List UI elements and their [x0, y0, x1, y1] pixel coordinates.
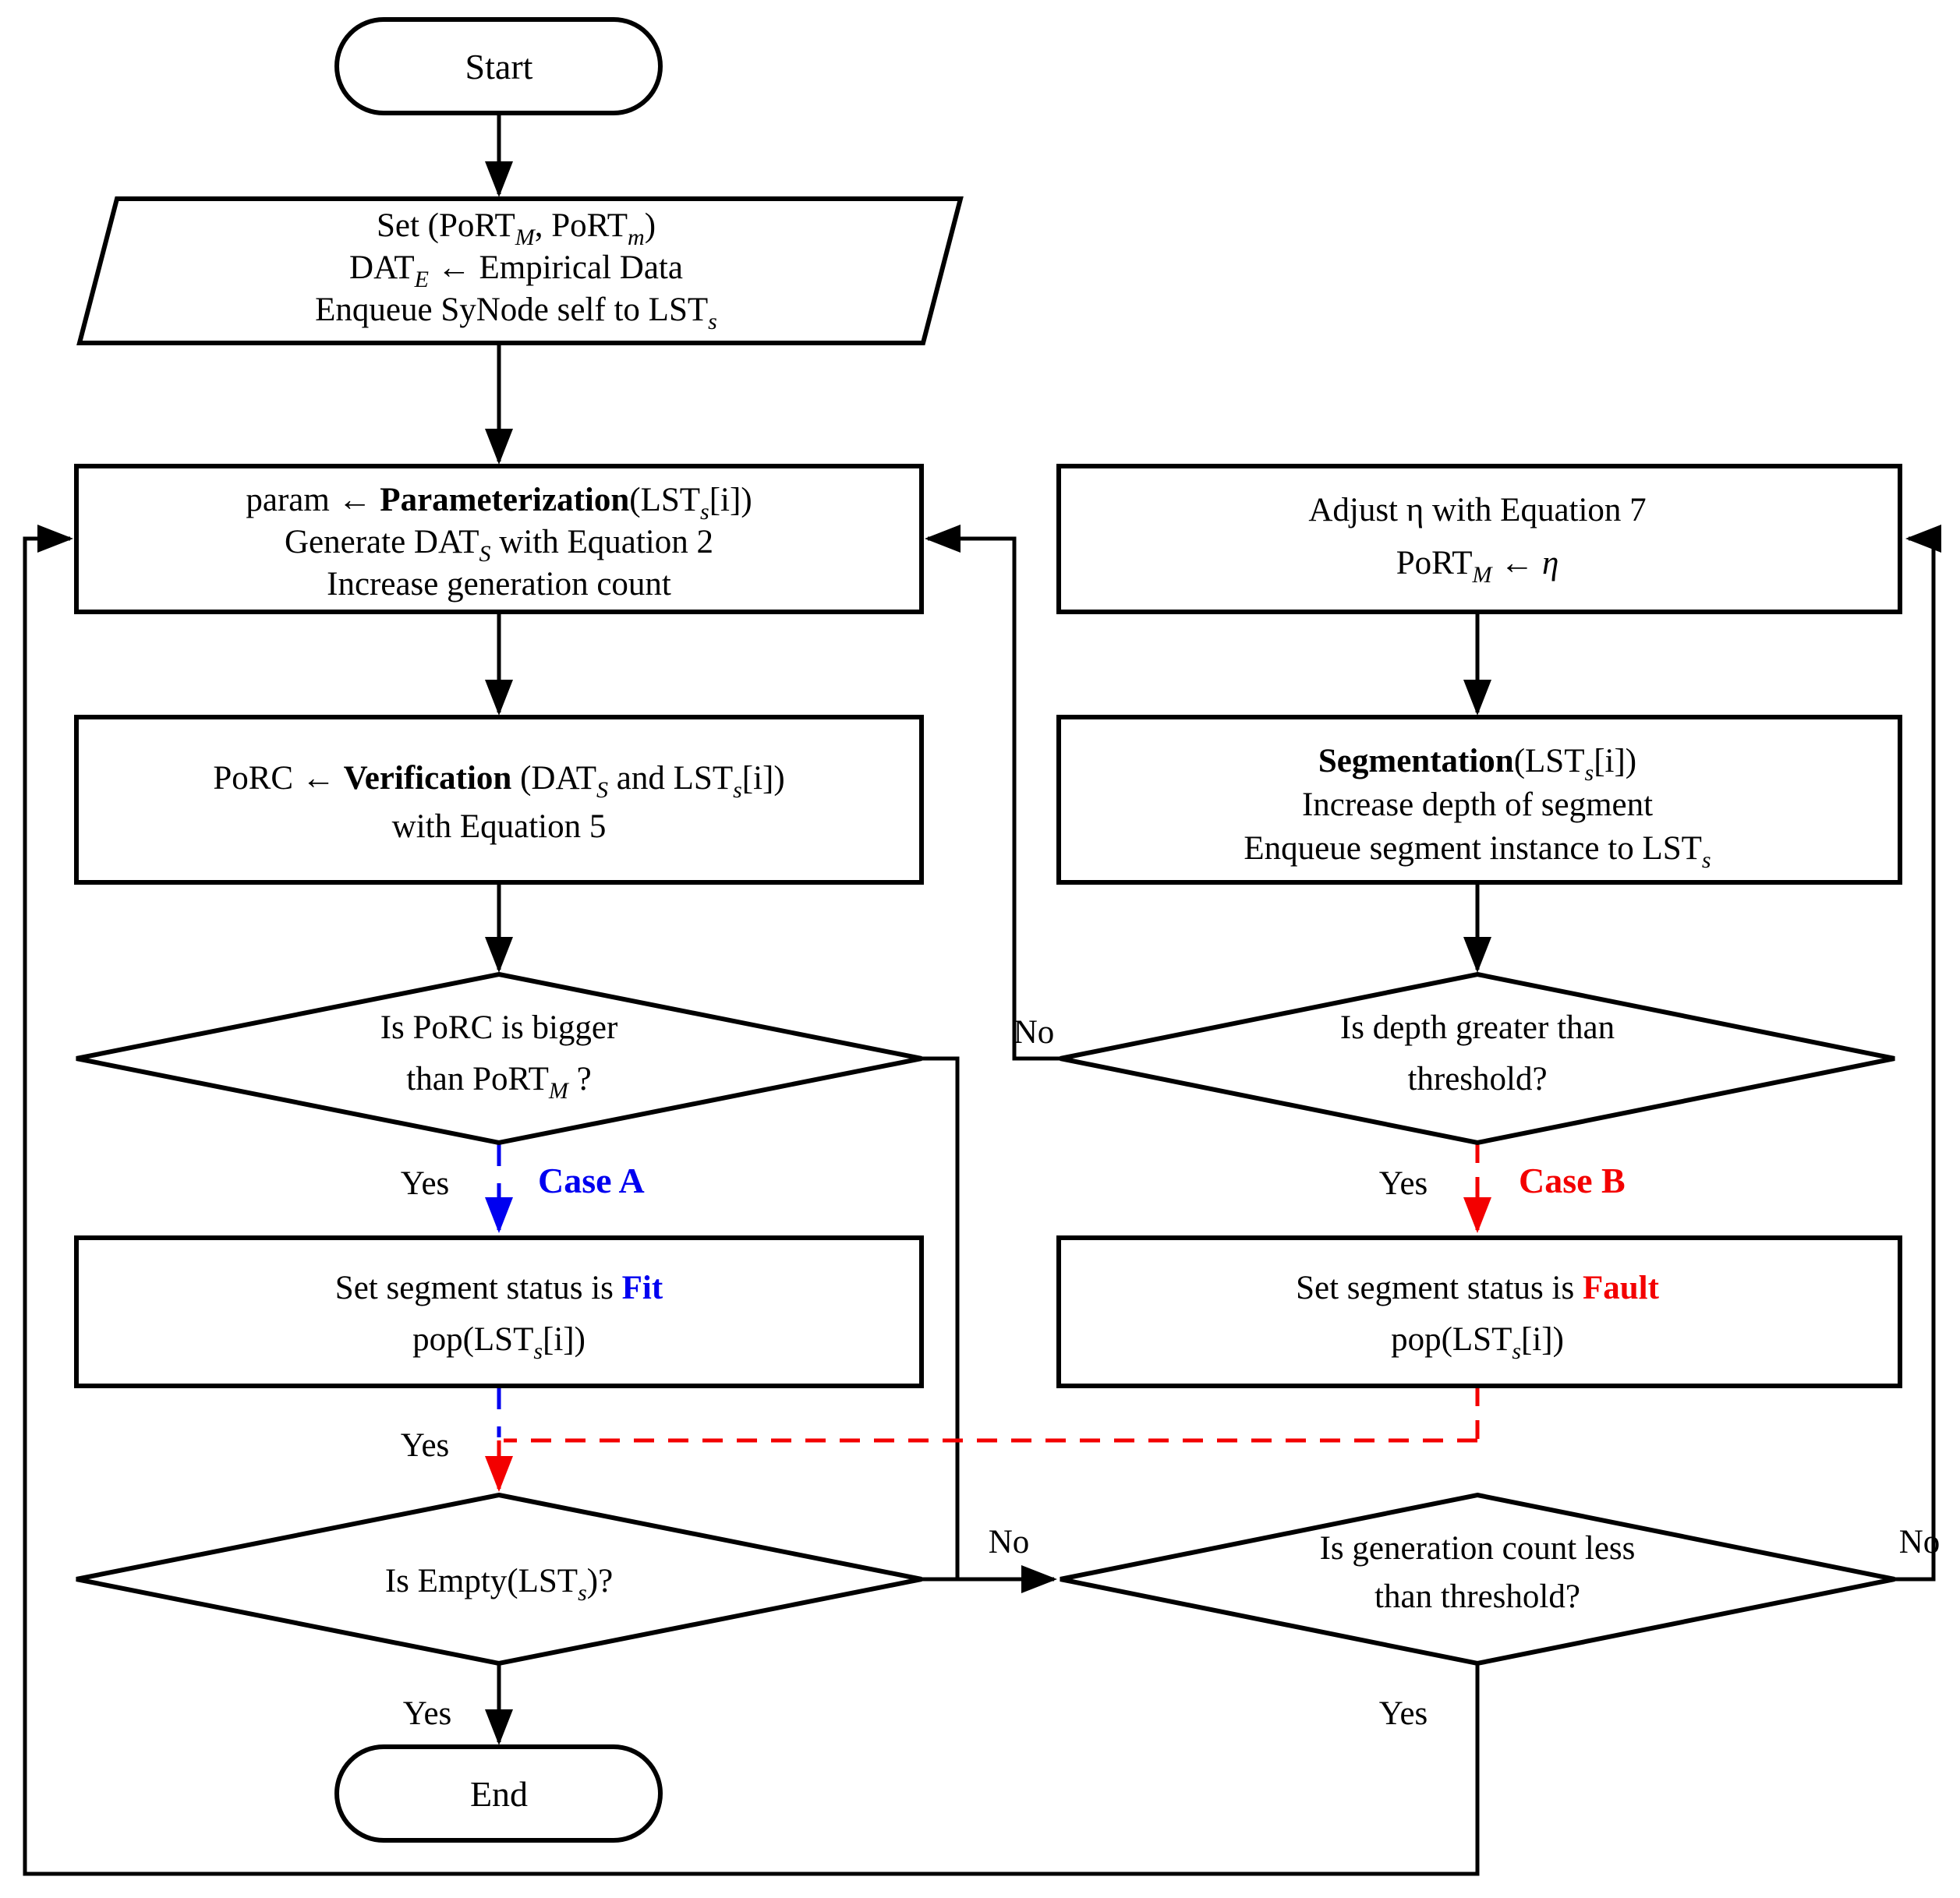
- label-join-no: No: [989, 1524, 1030, 1560]
- fault-node: [1056, 1235, 1902, 1388]
- label-porc-yes: Yes: [401, 1165, 450, 1202]
- parameterization-node: [74, 464, 924, 614]
- porc-decision-line2: than PoRTM ?: [406, 1061, 591, 1104]
- depth-decision-line1: Is depth greater than: [1340, 1009, 1615, 1046]
- segmentation-line3: Enqueue segment instance to LSTs: [1244, 830, 1711, 873]
- generation-decision-line1: Is generation count less: [1320, 1530, 1636, 1567]
- empty-decision-node: [76, 1492, 922, 1666]
- segmentation-line2: Increase depth of segment: [1302, 786, 1653, 823]
- verification-line2: with Equation 5: [392, 808, 607, 845]
- depth-decision-line2: threshold?: [1407, 1061, 1547, 1097]
- generation-decision-line2: than threshold?: [1374, 1578, 1580, 1615]
- edge-porc-no-down: [922, 1056, 960, 1579]
- init-io-node: [76, 196, 964, 345]
- label-depth-yes: Yes: [1379, 1165, 1428, 1202]
- segmentation-line1: Segmentation(LSTs[i]): [1318, 743, 1636, 786]
- fit-line2: pop(LSTs[i]): [412, 1321, 586, 1364]
- segmentation-node: [1056, 715, 1902, 885]
- start-label: Start: [465, 47, 533, 87]
- generation-decision-node: [1060, 1492, 1895, 1666]
- init-line1: Set (PoRTM, PoRTm): [377, 207, 656, 250]
- fit-node: [74, 1235, 924, 1388]
- empty-decision-line1: Is Empty(LSTs)?: [385, 1563, 613, 1606]
- end-node: [334, 1744, 663, 1843]
- edge-generation-yes-loop: [23, 525, 1480, 1876]
- label-empty-yes: Yes: [403, 1695, 452, 1732]
- label-fit-yes: Yes: [401, 1427, 450, 1464]
- adjust-node: [1056, 464, 1902, 614]
- parameterization-line3: Increase generation count: [327, 566, 671, 603]
- adjust-line2: PoRTM ← η: [1396, 545, 1559, 588]
- fault-line2: pop(LSTs[i]): [1391, 1321, 1564, 1364]
- parameterization-line1: param ← Parameterization(LSTs[i]): [246, 482, 752, 525]
- parameterization-line2: Generate DATS with Equation 2: [285, 524, 713, 567]
- label-depth-no: No: [1014, 1014, 1055, 1051]
- verification-node: [74, 715, 924, 885]
- adjust-line1: Adjust η with Equation 7: [1308, 492, 1646, 528]
- label-generation-yes: Yes: [1379, 1695, 1428, 1732]
- fit-line1: Set segment status is Fit: [335, 1270, 663, 1306]
- init-line3: Enqueue SyNode self to LSTs: [315, 292, 717, 334]
- init-line2: DATE ← Empirical Data: [349, 249, 683, 292]
- label-generation-no: No: [1899, 1524, 1941, 1560]
- end-label: End: [470, 1774, 528, 1814]
- porc-decision-node: [76, 971, 922, 1146]
- label-case-b: Case B: [1519, 1161, 1626, 1200]
- fault-line1: Set segment status is Fault: [1296, 1270, 1660, 1306]
- verification-line1: PoRC ← Verification (DATS and LSTs[i]): [213, 760, 784, 803]
- label-case-a: Case A: [538, 1161, 645, 1200]
- depth-decision-node: [1060, 971, 1895, 1146]
- edge-generation-no-feedback: [1895, 525, 1941, 1582]
- start-node: [334, 17, 663, 115]
- edge-depth-no-feedback: [925, 525, 1060, 1061]
- porc-decision-line1: Is PoRC is bigger: [380, 1009, 618, 1046]
